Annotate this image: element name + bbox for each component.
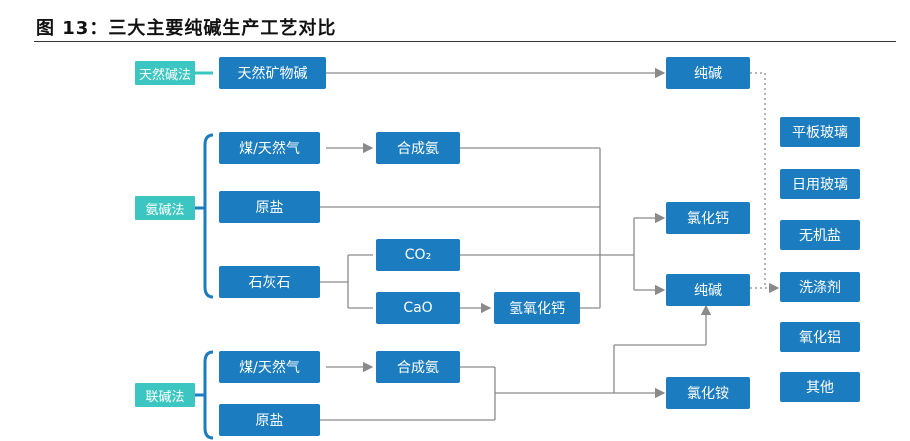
node-raw-salt-1: 原盐 — [219, 191, 320, 223]
application-item: 洗涤剂 — [780, 272, 860, 302]
node-natural-mineral: 天然矿物碱 — [219, 57, 326, 89]
figure-title: 图 13：三大主要纯碱生产工艺对比 — [36, 18, 337, 39]
application-item: 日用玻璃 — [780, 169, 860, 199]
node-calcium-chloride: 氯化钙 — [666, 202, 750, 234]
node-soda-mid: 纯碱 — [666, 274, 750, 306]
node-ammonium-chloride: 氯化铵 — [666, 377, 750, 409]
node-soda-top: 纯碱 — [666, 57, 750, 89]
node-co2: CO₂ — [376, 239, 460, 271]
application-item: 氧化铝 — [780, 322, 860, 352]
method-ammonia-soda: 氨碱法 — [135, 196, 195, 220]
node-synth-ammonia-2: 合成氨 — [376, 351, 460, 383]
application-item: 无机盐 — [780, 220, 860, 250]
node-calcium-hydroxide: 氢氧化钙 — [494, 292, 580, 324]
node-coal-gas-2: 煤/天然气 — [219, 351, 320, 383]
node-cao: CaO — [376, 292, 460, 324]
node-limestone: 石灰石 — [219, 266, 320, 298]
method-joint-soda: 联碱法 — [135, 383, 195, 407]
application-item: 平板玻璃 — [780, 117, 860, 147]
node-coal-gas-1: 煤/天然气 — [219, 132, 320, 164]
node-raw-salt-2: 原盐 — [219, 404, 320, 436]
application-item: 其他 — [780, 372, 860, 402]
title-rule — [34, 41, 896, 42]
method-natural-soda: 天然碱法 — [135, 61, 195, 85]
node-synth-ammonia-1: 合成氨 — [376, 132, 460, 164]
